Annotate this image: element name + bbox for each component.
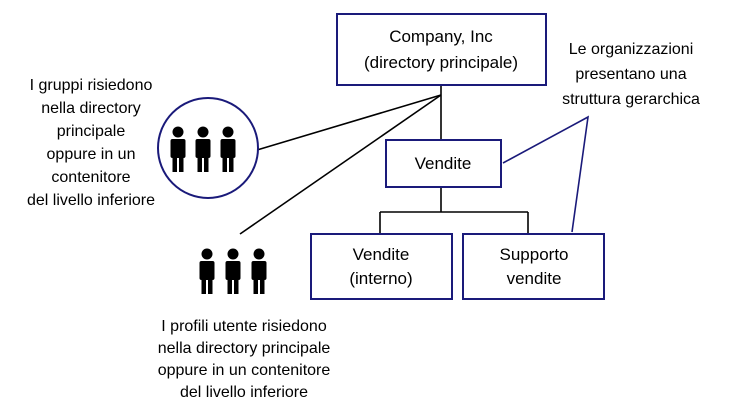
annotation-groups: I gruppi risiedono nella directory princ… bbox=[27, 77, 155, 209]
annotation-user-profiles-line1: I profili utente risiedono bbox=[161, 318, 327, 335]
node-company-box bbox=[336, 13, 547, 86]
annotation-organizations-line3: struttura gerarchica bbox=[562, 91, 700, 108]
annotation-organizations-line2: presentano una bbox=[575, 66, 686, 83]
annotation-user-profiles: I profili utente risiedono nella directo… bbox=[158, 318, 331, 400]
annotation-organizations: Le organizzazioni presentano una struttu… bbox=[562, 41, 700, 108]
annotation-groups-line4: oppure in un bbox=[47, 146, 136, 163]
node-supporto-vendite-line2: vendite bbox=[507, 269, 562, 288]
node-vendite-box bbox=[385, 139, 502, 188]
pointer-organizations bbox=[502, 115, 590, 233]
node-vendite-interno-line1: Vendite bbox=[353, 245, 410, 264]
node-supporto-vendite-line1: Supporto bbox=[500, 245, 569, 264]
node-supporto-vendite-box bbox=[462, 233, 605, 300]
annotation-user-profiles-line3: oppure in un contenitore bbox=[158, 362, 331, 379]
annotation-user-profiles-line2: nella directory principale bbox=[158, 340, 331, 357]
pointer-users-to-root bbox=[239, 94, 442, 235]
node-company: Company, Inc (directory principale) bbox=[336, 13, 547, 86]
node-vendite-interno-box bbox=[310, 233, 453, 300]
node-supporto-vendite: Supporto vendite bbox=[462, 233, 605, 300]
pointer-groups-to-root bbox=[256, 94, 442, 151]
node-company-line2: (directory principale) bbox=[364, 53, 518, 72]
group-icon bbox=[157, 97, 259, 199]
annotation-groups-line2: nella directory bbox=[41, 100, 141, 117]
users-icon bbox=[199, 248, 267, 294]
annotation-groups-line1: I gruppi risiedono bbox=[30, 77, 153, 94]
annotation-groups-line5: contenitore bbox=[51, 169, 130, 186]
annotation-organizations-line1: Le organizzazioni bbox=[569, 41, 694, 58]
node-vendite-interno-line2: (interno) bbox=[349, 269, 412, 288]
node-company-line1: Company, Inc bbox=[389, 27, 493, 46]
annotation-groups-line3: principale bbox=[57, 123, 126, 140]
node-vendite: Vendite bbox=[385, 139, 502, 188]
node-vendite-label: Vendite bbox=[415, 154, 472, 173]
node-vendite-interno: Vendite (interno) bbox=[310, 233, 453, 300]
annotation-groups-line6: del livello inferiore bbox=[27, 192, 155, 209]
annotation-user-profiles-line4: del livello inferiore bbox=[180, 384, 308, 400]
